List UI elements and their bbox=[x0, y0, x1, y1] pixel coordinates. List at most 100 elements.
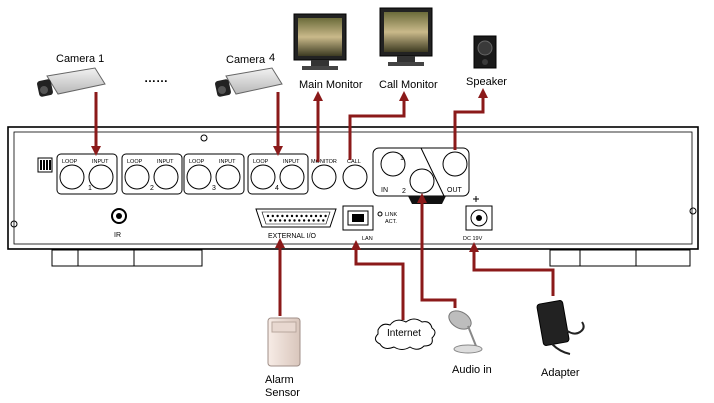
call-monitor: Call Monitor bbox=[379, 7, 438, 91]
bnc-call bbox=[342, 164, 368, 190]
lan-led bbox=[377, 211, 383, 217]
external-io-port: EXTERNAL I/O bbox=[255, 208, 337, 240]
camera-icon bbox=[46, 67, 106, 95]
audio-jack-2 bbox=[409, 168, 435, 194]
panel-foot-left-inner bbox=[77, 249, 135, 267]
alarm-sensor: Alarm Sensor bbox=[265, 317, 301, 399]
wire-speaker bbox=[453, 98, 485, 150]
bnc-group-3: LOOP INPUT 3 bbox=[183, 153, 245, 195]
call-label: CALL bbox=[347, 159, 361, 165]
lan-port: LINK ACT. LAN bbox=[342, 205, 398, 242]
dc-power-port: DC 19V bbox=[463, 196, 493, 242]
wire-internet bbox=[354, 250, 405, 320]
audio-2-label: 2 bbox=[402, 188, 406, 195]
io-pin bbox=[278, 219, 282, 222]
audio-out-jack bbox=[442, 151, 468, 177]
io-pin bbox=[324, 214, 327, 218]
audio-in-label: IN bbox=[381, 187, 388, 194]
io-pin bbox=[269, 219, 272, 222]
speaker-label: Speaker bbox=[466, 76, 507, 88]
io-pin bbox=[281, 214, 284, 218]
dvr-rear-panel bbox=[7, 126, 699, 267]
io-pin bbox=[300, 214, 303, 218]
adapter-label: Adapter bbox=[541, 367, 580, 379]
io-pin bbox=[283, 219, 287, 222]
bnc-loop-3 bbox=[186, 164, 212, 190]
io-pin bbox=[305, 214, 308, 218]
bnc-input-4 bbox=[279, 164, 305, 190]
external-io-pins bbox=[266, 214, 327, 222]
ir-label: IR bbox=[114, 232, 121, 239]
channel-number: 1 bbox=[88, 185, 92, 192]
camera-4-label: Camera bbox=[226, 54, 266, 66]
alarm-sensor-label-2: Sensor bbox=[265, 387, 300, 399]
io-pin bbox=[310, 214, 313, 218]
link-label: LINK bbox=[385, 212, 398, 218]
bnc-group-1: LOOP INPUT 1 bbox=[56, 153, 118, 195]
input-label: INPUT bbox=[157, 159, 174, 165]
io-pin bbox=[298, 219, 301, 222]
io-pin bbox=[266, 214, 270, 218]
io-pin bbox=[288, 219, 291, 222]
bnc-monitor bbox=[311, 164, 337, 190]
microphone-icon bbox=[448, 310, 472, 330]
bnc-loop-2 bbox=[124, 164, 150, 190]
panel-inner-outline bbox=[13, 131, 693, 245]
audio-cable-plug bbox=[408, 196, 446, 204]
camera-1: Camera 1 bbox=[37, 53, 106, 97]
camera-1-label: Camera 1 bbox=[56, 53, 104, 65]
io-pin bbox=[319, 214, 322, 218]
input-label: INPUT bbox=[283, 159, 300, 165]
io-pin bbox=[314, 214, 318, 218]
more-cameras-dots: …… bbox=[144, 71, 168, 85]
camera-4-number: 4 bbox=[269, 52, 275, 64]
camera-4: Camera 4 bbox=[215, 52, 283, 97]
bnc-loop-1 bbox=[59, 164, 85, 190]
call-monitor-label: Call Monitor bbox=[379, 79, 438, 91]
io-pin bbox=[290, 214, 294, 218]
wire-adapter bbox=[472, 252, 555, 296]
io-pin bbox=[302, 219, 306, 222]
polarity-icon bbox=[473, 196, 479, 202]
input-label: INPUT bbox=[219, 159, 236, 165]
call-output: CALL bbox=[342, 159, 368, 190]
io-pin bbox=[274, 219, 277, 222]
loop-label: LOOP bbox=[127, 159, 143, 165]
panel-screw-top bbox=[200, 134, 208, 142]
alarm-sensor-label-1: Alarm bbox=[265, 374, 294, 386]
io-pin bbox=[276, 214, 279, 218]
io-pin bbox=[322, 219, 325, 222]
channel-number: 4 bbox=[275, 185, 279, 192]
input-label: INPUT bbox=[92, 159, 109, 165]
external-io-label: EXTERNAL I/O bbox=[268, 233, 317, 240]
panel-screw-right bbox=[689, 207, 697, 215]
io-pin bbox=[295, 214, 298, 218]
channel-number: 3 bbox=[212, 185, 216, 192]
bnc-input-2 bbox=[153, 164, 179, 190]
ir-port: IR bbox=[111, 208, 127, 239]
power-adapter: Adapter bbox=[536, 300, 585, 379]
io-pin bbox=[271, 214, 274, 218]
act-label: ACT. bbox=[385, 219, 397, 225]
io-pin bbox=[286, 214, 289, 218]
connection-lines bbox=[91, 88, 555, 320]
audio-out-label: OUT bbox=[447, 187, 463, 194]
loop-label: LOOP bbox=[253, 159, 269, 165]
io-pin bbox=[293, 219, 296, 222]
dc-label: DC 19V bbox=[463, 236, 483, 242]
io-pin bbox=[317, 219, 320, 222]
internet-cloud: Internet bbox=[374, 318, 436, 350]
wire-audio-in bbox=[420, 203, 457, 308]
bnc-loop-4 bbox=[250, 164, 276, 190]
panel-screw-left bbox=[10, 220, 18, 228]
cloud-icon bbox=[374, 318, 436, 350]
main-monitor: Main Monitor bbox=[293, 13, 363, 91]
panel-foot-right-inner bbox=[579, 249, 637, 267]
audio-block: 1 2 IN OUT bbox=[372, 147, 470, 204]
speaker: Speaker bbox=[466, 35, 507, 88]
audio-in-label: Audio in bbox=[452, 364, 492, 376]
monitor-output: MONITOR bbox=[311, 159, 337, 190]
loop-label: LOOP bbox=[189, 159, 205, 165]
